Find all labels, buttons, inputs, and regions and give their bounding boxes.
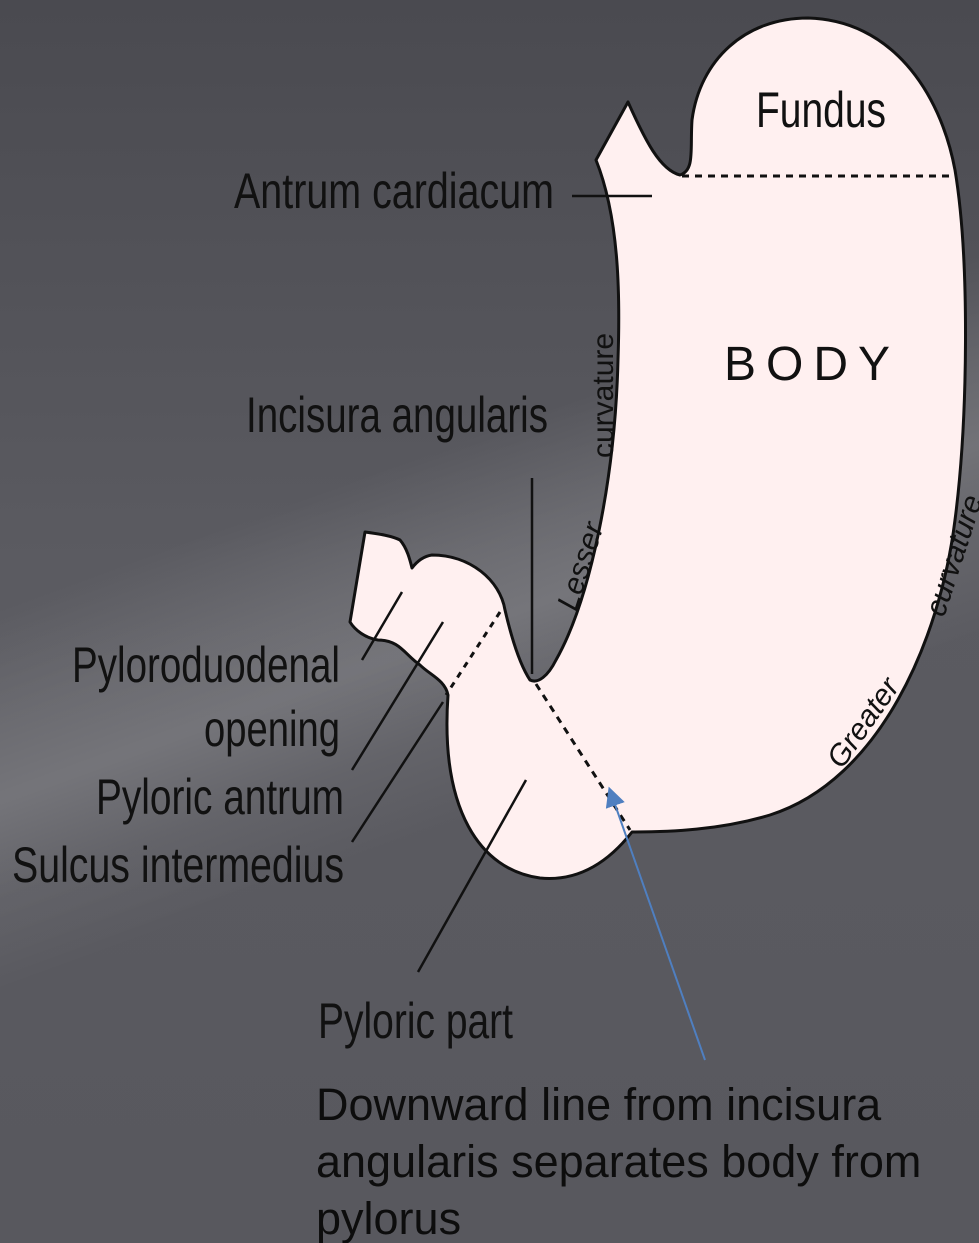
lesser-curvature-label: curvature: [587, 333, 620, 458]
caption-text: Downward line from incisura angularis se…: [316, 1076, 976, 1243]
incisura-angularis-label: Incisura angularis: [246, 387, 548, 443]
sulcus-intermedius-leader: [352, 702, 443, 842]
fundus-label: Fundus: [756, 82, 886, 138]
sulcus-intermedius-label: Sulcus intermedius: [12, 837, 344, 893]
caption-arrow: [612, 796, 705, 1060]
stomach-outline: [350, 18, 966, 878]
antrum-cardiacum-label: Antrum cardiacum: [234, 163, 554, 219]
pyloric-antrum-label: Pyloric antrum: [96, 769, 344, 825]
pyloroduodenal-label: Pyloroduodenal: [72, 637, 340, 693]
pyloric-part-label: Pyloric part: [318, 993, 513, 1049]
opening-label: opening: [204, 701, 340, 757]
body-label: BODY: [724, 338, 900, 391]
